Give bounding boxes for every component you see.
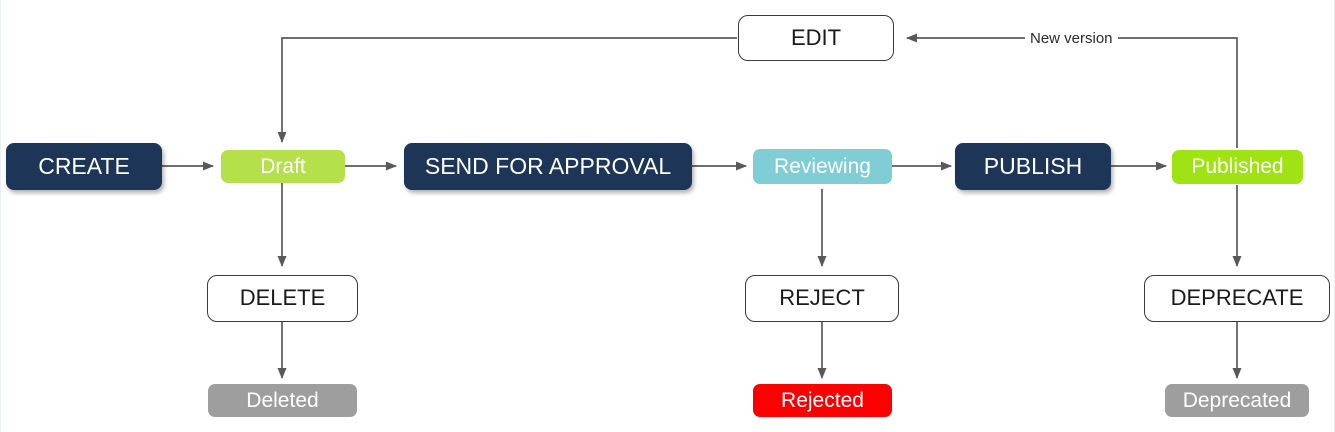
node-deprecated[interactable]: Deprecated: [1165, 384, 1309, 417]
node-draft-label: Draft: [260, 154, 306, 178]
node-rejected-label: Rejected: [781, 388, 864, 412]
node-delete[interactable]: DELETE: [207, 275, 358, 322]
node-reject-label: REJECT: [779, 285, 865, 311]
node-create[interactable]: CREATE: [6, 143, 162, 190]
edge-edit-draft: [277, 37, 737, 143]
node-delete-label: DELETE: [239, 285, 326, 311]
node-reject[interactable]: REJECT: [745, 275, 899, 322]
edge-label-new-version: New version: [1025, 30, 1118, 47]
node-deprecate[interactable]: DEPRECATE: [1144, 275, 1330, 322]
node-reviewing[interactable]: Reviewing: [753, 149, 892, 184]
node-send-for-approval[interactable]: SEND FOR APPROVAL: [404, 143, 692, 190]
node-create-label: CREATE: [38, 152, 130, 179]
node-deleted[interactable]: Deleted: [208, 384, 357, 417]
node-published[interactable]: Published: [1172, 150, 1303, 184]
node-publish[interactable]: PUBLISH: [955, 143, 1111, 190]
node-deprecate-label: DEPRECATE: [1170, 285, 1304, 311]
node-published-label: Published: [1191, 155, 1284, 179]
node-send-for-approval-label: SEND FOR APPROVAL: [424, 152, 672, 179]
node-deleted-label: Deleted: [246, 388, 319, 412]
node-edit-label: EDIT: [790, 24, 842, 50]
edge-published-edit: [906, 33, 1238, 148]
node-edit[interactable]: EDIT: [738, 15, 894, 61]
node-reviewing-label: Reviewing: [774, 154, 871, 178]
node-deprecated-label: Deprecated: [1182, 388, 1292, 412]
node-publish-label: PUBLISH: [983, 152, 1083, 179]
node-rejected[interactable]: Rejected: [753, 384, 892, 417]
node-draft[interactable]: Draft: [221, 150, 345, 183]
